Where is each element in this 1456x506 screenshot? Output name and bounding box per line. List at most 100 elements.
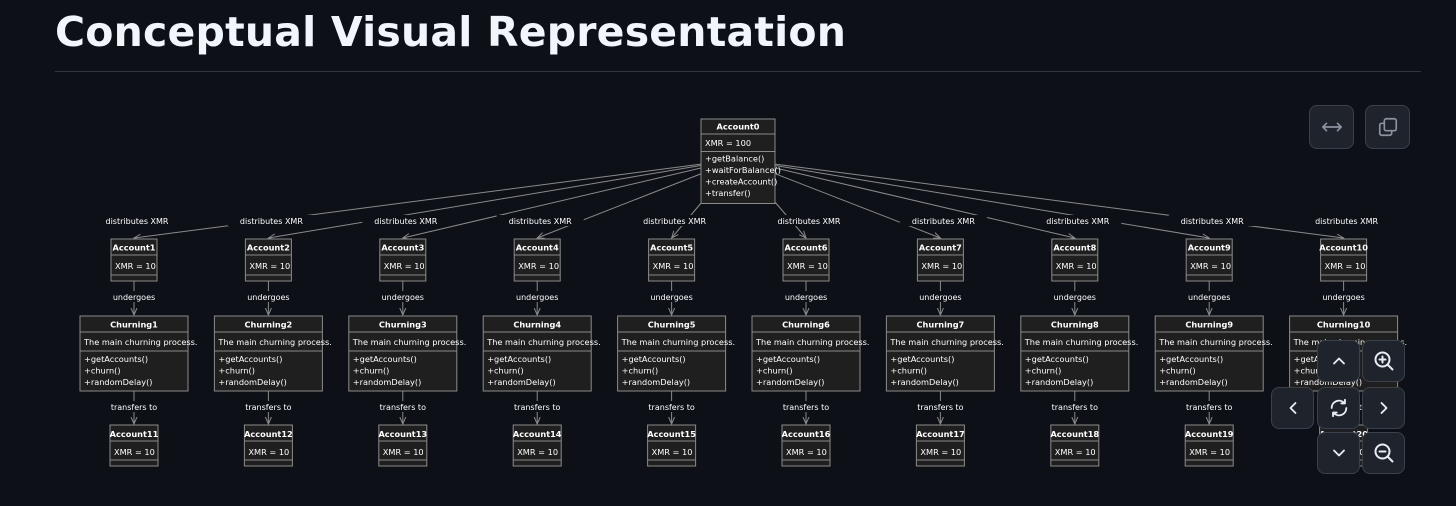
edge-label-bg (644, 291, 699, 302)
relationship-edge (403, 163, 719, 238)
class-name: Churning4 (513, 320, 561, 330)
reset-view-button[interactable] (1317, 387, 1360, 429)
class-attribute: XMR = 10 (1056, 261, 1097, 271)
edge-label: transfers to (514, 403, 560, 412)
pan-down-button[interactable] (1317, 432, 1360, 474)
class-attribute: XMR = 10 (517, 447, 558, 457)
edge-label: transfers to (917, 403, 963, 412)
zoom-out-button[interactable] (1362, 432, 1405, 474)
edge-label: distributes XMR (912, 217, 975, 226)
class-attribute: XMR = 10 (249, 261, 290, 271)
pan-left-button[interactable] (1271, 387, 1314, 429)
class-name: Churning3 (379, 320, 427, 330)
pan-down-icon (1332, 449, 1345, 457)
edge-label: transfers to (380, 403, 426, 412)
class-box (1185, 238, 1233, 282)
zoom-in-button[interactable] (1362, 340, 1405, 382)
fit-width-button[interactable] (1309, 105, 1354, 149)
edge-label-bg (227, 215, 315, 226)
edge-label: distributes XMR (240, 217, 303, 226)
edge-label: transfers to (111, 403, 157, 412)
copy-button[interactable] (1365, 105, 1410, 149)
pan-right-button[interactable] (1362, 387, 1405, 429)
relationship-edge (537, 163, 727, 238)
edge-label: undergoes (1188, 293, 1230, 302)
edge-label: distributes XMR (1315, 217, 1378, 226)
class-name: Account18 (1050, 429, 1099, 439)
class-name: Account15 (647, 429, 696, 439)
class-method: +randomDelay() (1025, 377, 1093, 387)
edge-label: undergoes (1054, 293, 1096, 302)
edge-label-bg (1034, 215, 1122, 226)
class-name: Account4 (516, 243, 559, 253)
class-box (1050, 424, 1100, 467)
edge-label: distributes XMR (509, 217, 572, 226)
pan-up-button[interactable] (1317, 340, 1360, 382)
class-name: Churning5 (648, 320, 696, 330)
class-box (348, 315, 458, 392)
class-attribute: The main churning process. (621, 337, 736, 347)
class-attribute: XMR = 10 (920, 447, 961, 457)
class-attribute: The main churning process. (83, 337, 198, 347)
edge-label: transfers to (1186, 403, 1232, 412)
class-method: +churn() (1159, 366, 1196, 376)
edge-label: undergoes (247, 293, 289, 302)
class-attribute: The main churning process. (1158, 337, 1273, 347)
class-name: Account2 (247, 243, 290, 253)
relationship-edge (758, 163, 1075, 238)
edge-label-bg (362, 215, 450, 226)
class-box (482, 315, 592, 392)
edge-label-bg (636, 401, 707, 412)
edge-label: distributes XMR (1046, 217, 1109, 226)
class-method: +randomDelay() (1159, 377, 1227, 387)
relationship-edge (134, 163, 702, 238)
class-name: Account13 (378, 429, 427, 439)
edge-label-bg (1168, 215, 1256, 226)
class-method: +getAccounts() (1025, 354, 1089, 364)
edge-label-bg (905, 401, 976, 412)
edge-label-bg (1039, 401, 1111, 412)
class-box (751, 315, 861, 392)
class-method: +getAccounts() (1159, 354, 1223, 364)
edge-label: undergoes (113, 293, 155, 302)
edge-label: undergoes (650, 293, 692, 302)
edge-label: undergoes (382, 293, 424, 302)
edge-label-bg (1181, 291, 1237, 302)
class-box (79, 315, 189, 392)
class-box (213, 315, 323, 392)
class-method: +randomDelay() (622, 377, 690, 387)
copy-icon (1378, 117, 1397, 137)
relationship-edge (268, 163, 710, 238)
class-name: Account8 (1053, 243, 1096, 253)
